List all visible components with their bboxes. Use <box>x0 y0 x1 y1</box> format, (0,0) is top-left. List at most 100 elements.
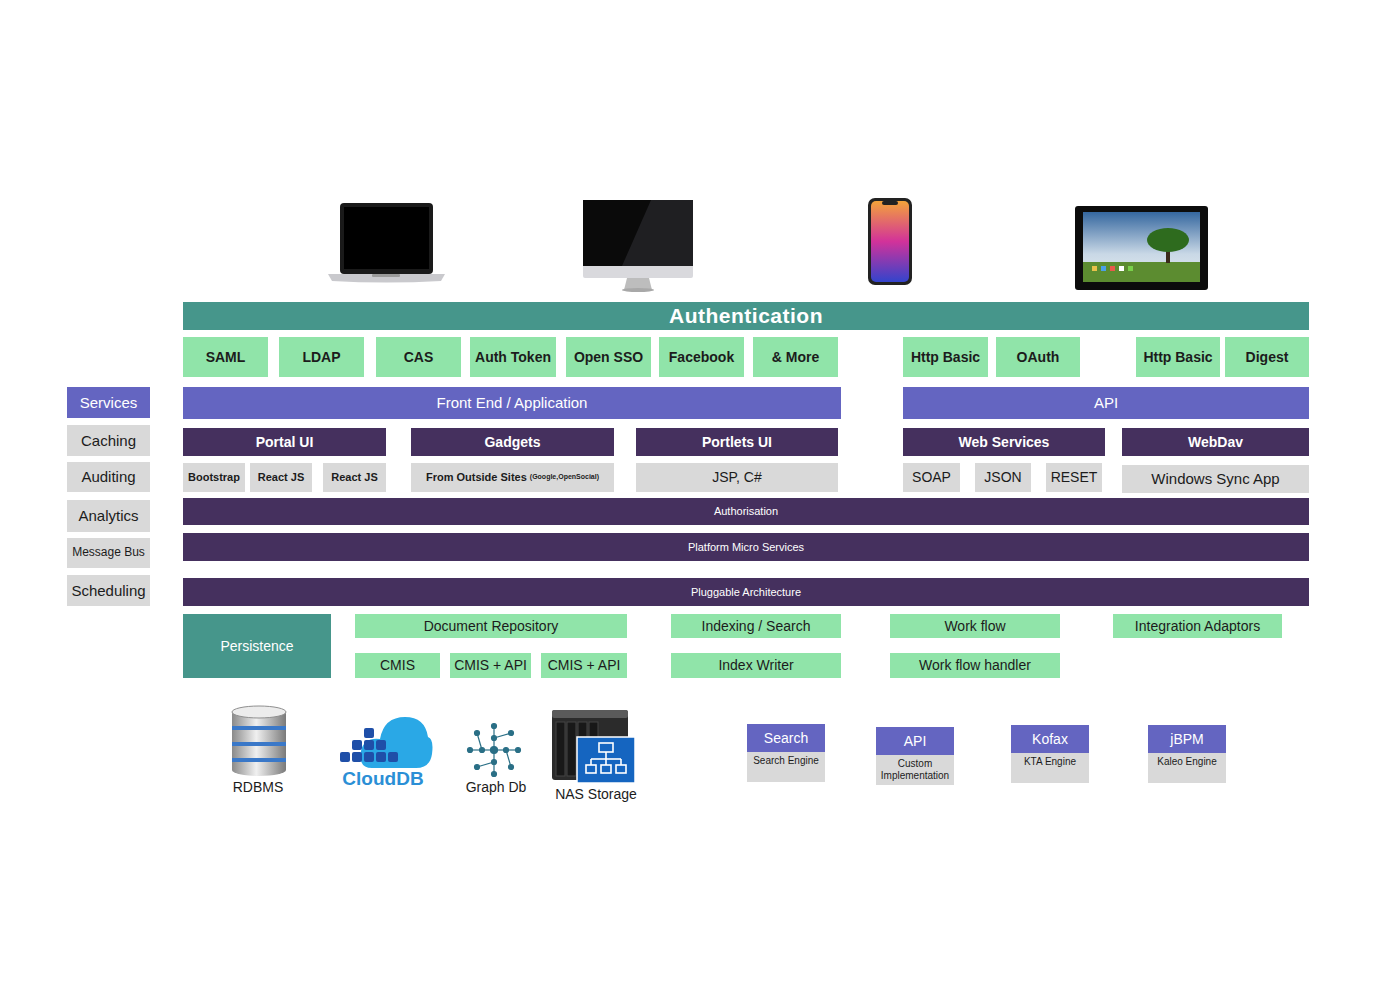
node-text: Analytics <box>78 507 138 524</box>
module-box: Integration Adaptors <box>1113 614 1282 638</box>
node-text: Front End / Application <box>437 394 588 411</box>
tech-box: Scheduling <box>67 575 150 606</box>
engine-card: SearchSearch Engine <box>747 724 825 782</box>
node-text: LDAP <box>302 349 340 365</box>
laptop-icon <box>328 203 445 283</box>
module-box: SAML <box>183 337 268 377</box>
header-band: Persistence <box>183 614 331 678</box>
layer-band: Front End / Application <box>183 387 841 419</box>
node-text: Digest <box>1246 349 1289 365</box>
node-text: SOAP <box>912 469 951 485</box>
engine-card: APICustom Implementation <box>876 727 954 785</box>
module-box: Http Basic <box>1136 337 1220 377</box>
module-box: CAS <box>376 337 461 377</box>
module-box: Index Writer <box>671 653 841 678</box>
node-text: (Google,OpenSocial) <box>530 473 599 481</box>
engine-card: jBPMKaleo Engine <box>1148 725 1226 783</box>
module-box: & More <box>753 337 838 377</box>
icon-caption: Graph Db <box>466 779 527 795</box>
graph-db-icon <box>468 724 521 777</box>
node-text: Custom Implementation <box>876 755 954 785</box>
node-text: Kofax <box>1011 725 1089 753</box>
node-text: Http Basic <box>911 349 980 365</box>
node-text: Integration Adaptors <box>1135 618 1260 634</box>
node-text: Services <box>80 394 138 411</box>
component-band: Portal UI <box>183 428 386 456</box>
node-text: Http Basic <box>1143 349 1212 365</box>
node-text: jBPM <box>1148 725 1226 753</box>
component-band: Platform Micro Services <box>183 533 1309 561</box>
node-text: RESET <box>1051 469 1098 485</box>
node-text: Caching <box>81 432 136 449</box>
node-text: Auditing <box>81 468 135 485</box>
tech-box: SOAP <box>903 463 960 492</box>
node-text: Bootstrap <box>188 471 240 484</box>
node-text: From Outside Sites <box>426 471 527 484</box>
module-box: Document Repository <box>355 614 627 638</box>
clouddb-logo <box>340 717 433 768</box>
component-band: Portlets UI <box>636 428 838 456</box>
node-text: API <box>876 727 954 755</box>
module-box: Facebook <box>659 337 744 377</box>
node-text: React JS <box>331 471 377 484</box>
node-text: JSP, C# <box>712 469 762 485</box>
module-box: CMIS <box>355 653 440 678</box>
tech-box: React JS <box>250 463 312 492</box>
node-text: OAuth <box>1017 349 1060 365</box>
module-box: Work flow <box>890 614 1060 638</box>
node-text: CMIS <box>380 657 415 673</box>
node-text: Web Services <box>959 434 1050 450</box>
icon-caption: RDBMS <box>233 779 284 795</box>
component-band: Web Services <box>903 428 1105 456</box>
module-box: Http Basic <box>903 337 988 377</box>
node-text: Portal UI <box>256 434 314 450</box>
module-box: Open SSO <box>566 337 651 377</box>
node-text: CAS <box>404 349 434 365</box>
layer-band: API <box>903 387 1309 419</box>
component-band: WebDav <box>1122 428 1309 456</box>
component-band: Gadgets <box>411 428 614 456</box>
module-box: LDAP <box>279 337 364 377</box>
node-text: JSON <box>984 469 1021 485</box>
node-text: SAML <box>206 349 246 365</box>
tech-box: From Outside Sites(Google,OpenSocial) <box>411 463 614 492</box>
database-icon <box>232 706 286 776</box>
node-text: Scheduling <box>71 582 145 599</box>
node-text: Document Repository <box>424 618 559 634</box>
node-text: Open SSO <box>574 349 643 365</box>
icon-caption: CloudDB <box>342 768 423 790</box>
node-text: KTA Engine <box>1011 753 1089 783</box>
node-text: Portlets UI <box>702 434 772 450</box>
module-box: Digest <box>1225 337 1309 377</box>
tech-box: JSON <box>975 463 1031 492</box>
node-text: Kaleo Engine <box>1148 753 1226 783</box>
tablet-icon <box>1075 206 1208 290</box>
module-box: OAuth <box>996 337 1080 377</box>
tech-box: Bootstrap <box>183 463 245 492</box>
node-text: CMIS + API <box>454 657 527 673</box>
tech-box: React JS <box>323 463 386 492</box>
node-text: Pluggable Architecture <box>691 586 801 599</box>
node-text: & More <box>772 349 819 365</box>
tech-box: Message Bus <box>67 538 150 568</box>
component-band: Authorisation <box>183 498 1309 525</box>
node-text: API <box>1094 394 1118 411</box>
node-text: Platform Micro Services <box>688 541 804 554</box>
module-box: Work flow handler <box>890 653 1060 678</box>
desktop-icon <box>583 200 693 292</box>
module-box: Auth Token <box>470 337 556 377</box>
node-text: CMIS + API <box>548 657 621 673</box>
node-text: Authorisation <box>714 505 778 518</box>
layer-band: Services <box>67 387 150 418</box>
module-box: CMIS + API <box>450 653 531 678</box>
phone-icon <box>868 198 912 285</box>
node-text: Search Engine <box>747 752 825 782</box>
node-text: Work flow handler <box>919 657 1031 673</box>
node-text: Auth Token <box>475 349 551 365</box>
node-text: Persistence <box>220 638 293 654</box>
node-text: Indexing / Search <box>702 618 811 634</box>
component-band: Pluggable Architecture <box>183 578 1309 606</box>
tech-box: Auditing <box>67 462 150 492</box>
module-box: CMIS + API <box>541 653 627 678</box>
node-text: Index Writer <box>718 657 793 673</box>
